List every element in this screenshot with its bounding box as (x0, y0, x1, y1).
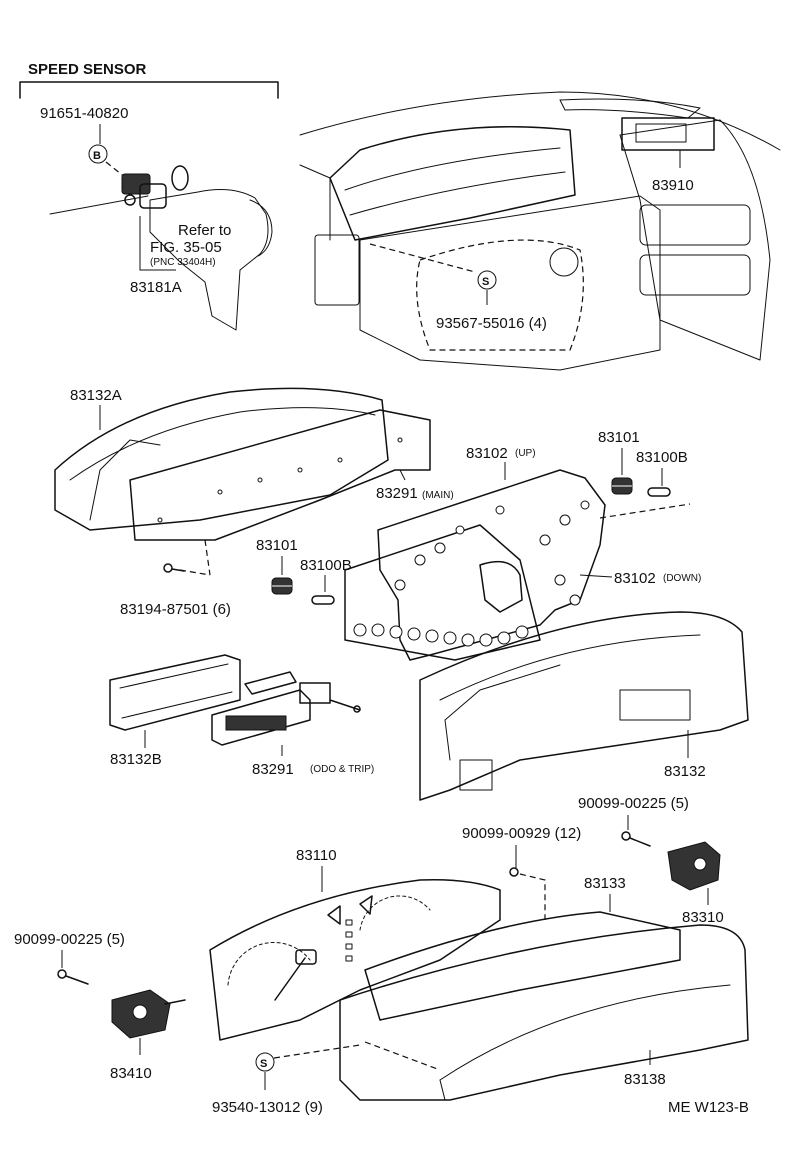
s-symbol-letter-bottom: S (260, 1058, 267, 1070)
label-83138: 83138 (624, 1071, 666, 1088)
case-83132: 83132 (419, 611, 749, 801)
label-83132A: 83132A (70, 387, 122, 404)
label-83102-down-note: (DOWN) (663, 573, 701, 584)
label-90099-00225-right: 90099-00225 (5) (578, 795, 689, 812)
label-83132: 83132 (664, 763, 706, 780)
label-83194-87501: 83194-87501 (6) (120, 601, 231, 618)
label-90099-00225-left: 90099-00225 (5) (14, 931, 125, 948)
clock-unit-83910 (621, 117, 715, 151)
dash-s-to-meter (369, 243, 476, 273)
plate-83102-up-shape (377, 469, 606, 661)
label-83291-main: 83291 (376, 485, 418, 502)
switch-83410-icon (111, 989, 186, 1039)
dash-vent-left (314, 234, 360, 306)
screw-83194-icon (163, 563, 185, 573)
refer-note-line1: Refer to (178, 222, 231, 239)
label-83291-main-note: (MAIN) (422, 490, 454, 501)
s-symbol-icon-bottom (255, 1052, 275, 1072)
left-parts: 90099-00225 (5) 83410 (14, 931, 186, 1082)
screw-90099-00929-icon (509, 867, 519, 877)
plate-holes (353, 500, 590, 647)
label-83110: 83110 (296, 847, 337, 864)
screw-90099-left-icon (57, 969, 89, 985)
pointer-line (49, 195, 149, 215)
speed-sensor-icon (121, 165, 189, 209)
bulb-83100b-top-icon (647, 487, 671, 497)
label-83100B-top: 83100B (636, 449, 688, 466)
footer-code: ME W123-B (668, 1099, 749, 1116)
label-83101-top: 83101 (598, 429, 640, 446)
label-83310: 83310 (682, 909, 724, 926)
leader-83181a (139, 216, 176, 271)
label-93567-55016: 93567-55016 (4) (436, 315, 547, 332)
lens-83138-shape (339, 924, 749, 1101)
plate-83133-shape (364, 911, 681, 1021)
circuit-board-main (129, 409, 431, 541)
s-symbol-letter-top: S (482, 276, 489, 288)
label-83132B: 83132B (110, 751, 162, 768)
label-83101-mid: 83101 (256, 537, 298, 554)
socket-bulb-middle: 83101 83100B (256, 537, 352, 605)
housing-edge (249, 199, 273, 257)
transmission-housing (149, 189, 269, 331)
screw-90099-right-icon (621, 831, 651, 847)
odo-parts: 83132B 83291 (ODO & TRIP) (109, 654, 374, 778)
dial-83110: 83110 (209, 847, 501, 1041)
circuit-83291-main: 83291 (MAIN) 83194-87501 (6) (120, 409, 454, 618)
bottom-s-group: S 93540-13012 (9) (212, 1041, 441, 1116)
label-83910: 83910 (652, 177, 694, 194)
label-83102-down: 83102 (614, 570, 656, 587)
dashboard-scene: 83910 S 93567-55016 (4) (299, 91, 781, 371)
case-83132-shape (419, 611, 749, 801)
socket-83101-top-icon (611, 477, 633, 495)
label-93540-13012: 93540-13012 (9) (212, 1099, 323, 1116)
housing-83132a: 83132A (54, 387, 389, 531)
section-bracket (19, 81, 279, 99)
right-screws: 90099-00225 (5) 90099-00929 (12) 83310 (462, 795, 724, 926)
label-83102-up-note: (UP) (515, 448, 536, 459)
label-83291-odo: 83291 (252, 761, 294, 778)
label-83410: 83410 (110, 1065, 152, 1082)
label-91651-40820: 91651-40820 (40, 105, 128, 122)
plate-83102-down-shape (344, 524, 541, 661)
label-83102-up: 83102 (466, 445, 508, 462)
switch-83310-icon (667, 841, 721, 891)
b-symbol-letter: B (93, 150, 101, 162)
refer-note-line3: (PNC 33404H) (150, 257, 216, 268)
lens-parts: 83133 83138 (339, 875, 749, 1101)
label-83100B-mid: 83100B (300, 557, 352, 574)
label-83133: 83133 (584, 875, 626, 892)
label-90099-00929: 90099-00929 (12) (462, 825, 581, 842)
dash-pad-outline (416, 239, 584, 351)
plates-83102: 83102 (UP) 83102 (344, 445, 701, 661)
b-symbol-icon (88, 144, 108, 164)
label-83181A: 83181A (130, 279, 182, 296)
refer-note-line2: FIG. 35-05 (150, 239, 222, 256)
s-symbol-icon-top (477, 270, 497, 290)
label-83291-odo-note: (ODO & TRIP) (310, 764, 374, 775)
dial-face-shape (209, 878, 501, 1041)
speed-sensor-section: SPEED SENSOR 91651-40820 B Refer to FIG.… (19, 61, 279, 331)
housing-83132a-shape (54, 387, 389, 531)
cover-83132b-shape (109, 654, 241, 731)
section-title: SPEED SENSOR (28, 61, 147, 78)
socket-bulb-top: 83101 83100B (598, 429, 691, 519)
socket-83101-mid-icon (271, 577, 293, 595)
bulb-83100b-mid-icon (311, 595, 335, 605)
dash-meter-assembly (329, 125, 576, 241)
